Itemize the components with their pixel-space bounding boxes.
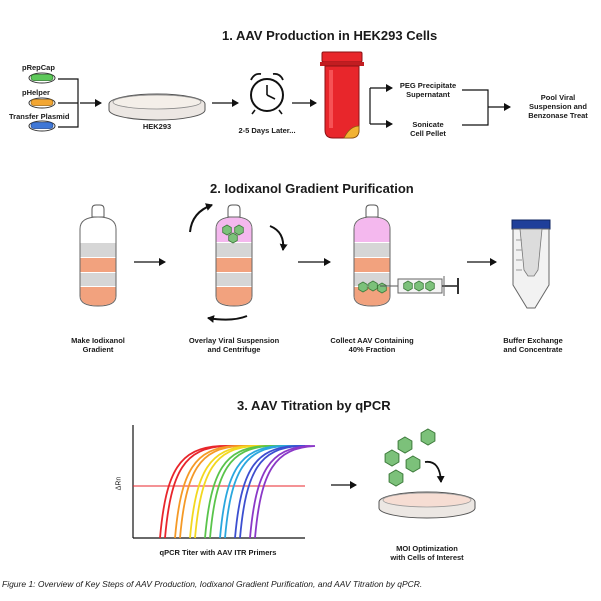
infection-arrow [424,460,445,483]
final-line2: Suspension and [529,102,587,111]
dish-label: HEK293 [142,122,172,131]
final-step-label: Pool Viral Suspension and Benzonase Trea… [518,93,598,120]
step1-line1: Make Iodixanol [71,336,125,345]
gradient-tube-3 [353,204,391,307]
merge-bracket [462,89,510,126]
plasmid-bracket [58,78,79,128]
step3-label: Collect AAV Containing 40% Fraction [322,336,422,354]
amplification-curve [174,445,305,539]
virus-particles [384,428,436,487]
amplification-curve [224,445,305,539]
step4-line1: Buffer Exchange [503,336,563,345]
final-line3: Benzonase Treat [528,111,588,120]
section2-title: 2. Iodixanol Gradient Purification [210,181,414,196]
qpcr-plot [132,425,305,539]
syringe-icon [380,276,459,296]
plasmid-transfer [28,120,56,132]
step2-line2: and Centrifuge [207,345,261,354]
step3-line1: Collect AAV Containing [330,336,414,345]
plasmid-label-prepcap: pRepCap [22,63,55,72]
final-line1: Pool Viral [540,93,576,102]
qpcr-label: qPCR Titer with AAV ITR Primers [159,548,277,557]
centrifuge-arrow-bottom [207,315,248,323]
qpcr-ylabel: ΔRn [115,476,123,491]
moi-label: MOI Optimization with Cells of Interest [377,544,477,562]
branch-bottom-line2: Cell Pellet [410,129,446,138]
centrifuge-arrow-right [269,225,288,251]
amplification-curve [234,445,305,539]
branch-top-label: PEG Precipitate Supernatant [392,81,464,99]
timer-label: 2-5 Days Later... [238,126,296,135]
step4-label: Buffer Exchange and Concentrate [488,336,578,354]
amplification-curves [159,445,316,539]
amplification-curve [164,445,305,539]
step2-line1: Overlay Viral Suspension [188,336,280,345]
amplification-curve [239,445,305,539]
step1-label: Make Iodixanol Gradient [62,336,134,354]
plasmid-label-phelper: pHelper [22,88,50,97]
step3-line2: 40% Fraction [348,345,396,354]
section1-title: 1. AAV Production in HEK293 Cells [222,28,438,43]
amplification-curve [209,445,305,539]
figure-caption: Figure 1: Overview of Key Steps of AAV P… [2,579,423,589]
amplification-curve [254,445,316,539]
branch-top-line1: PEG Precipitate [399,81,457,90]
gradient-tube-1 [79,204,117,307]
amplification-curve [194,445,305,539]
amplification-curve [204,445,305,539]
plasmid-label-transfer: Transfer Plasmid [9,112,70,121]
stopwatch-icon [250,72,284,115]
moi-dish [378,491,476,519]
moi-line2: with Cells of Interest [390,553,464,562]
step1-line2: Gradient [82,345,114,354]
hek293-dish [108,93,206,121]
plasmid-phelper [28,97,56,109]
concentrator-tube-icon [511,219,551,309]
branch-bottom-line1: Sonicate [412,120,444,129]
step2-label: Overlay Viral Suspension and Centrifuge [182,336,286,354]
branch-bottom-label: Sonicate Cell Pellet [392,120,464,138]
centrifuge-tube-icon [320,51,364,139]
step4-line2: and Concentrate [503,345,563,354]
gradient-tube-2 [215,204,253,307]
amplification-curve [179,445,305,539]
moi-line1: MOI Optimization [396,544,458,553]
section3-title: 3. AAV Titration by qPCR [237,398,391,413]
centrifuge-arrow-top [189,203,213,233]
branch-top-line2: Supernatant [406,90,450,99]
plasmid-prepcap [28,72,56,84]
